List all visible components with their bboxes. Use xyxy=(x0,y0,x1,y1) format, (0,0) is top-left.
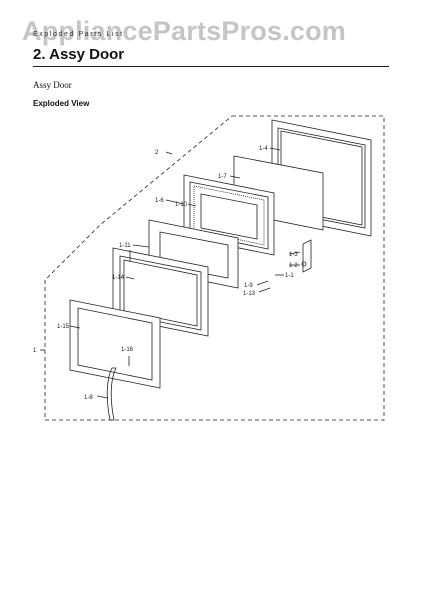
callout-1-14: 1-14 xyxy=(112,275,125,281)
watermark-text: AppliancePartsPros.com xyxy=(22,16,347,46)
header-small-text: Exploded Parts List xyxy=(33,31,124,38)
part-front-panel xyxy=(69,299,161,389)
callout-1-3: 1-3 xyxy=(289,252,298,258)
callout-1-4: 1-4 xyxy=(259,146,268,152)
view-label: Exploded View xyxy=(33,99,90,108)
callout-2: 2 xyxy=(155,150,159,156)
part-handle xyxy=(106,367,117,421)
callout-1-16: 1-16 xyxy=(121,347,134,353)
callout-1: 1 xyxy=(33,348,37,354)
callout-1-13: 1-13 xyxy=(243,291,256,297)
callout-1-11: 1-11 xyxy=(119,243,131,249)
section-title: 2. Assy Door xyxy=(33,46,125,63)
assembly-outline xyxy=(44,115,385,421)
callout-1-1: 1-1 xyxy=(285,273,294,279)
callout-1-8: 1-8 xyxy=(84,395,93,401)
title-rule xyxy=(33,66,389,67)
callout-1-2: 1-2 xyxy=(289,263,298,269)
callout-1-9: 1-9 xyxy=(244,283,253,289)
callout-1-10: 1-10 xyxy=(175,202,188,208)
subtitle: Assy Door xyxy=(33,80,72,90)
callout-1-15: 1-15 xyxy=(57,324,70,330)
callout-1-6: 1-6 xyxy=(155,198,164,204)
callout-1-7: 1-7 xyxy=(218,174,227,180)
part-screw xyxy=(301,261,307,267)
part-latch xyxy=(302,239,312,273)
